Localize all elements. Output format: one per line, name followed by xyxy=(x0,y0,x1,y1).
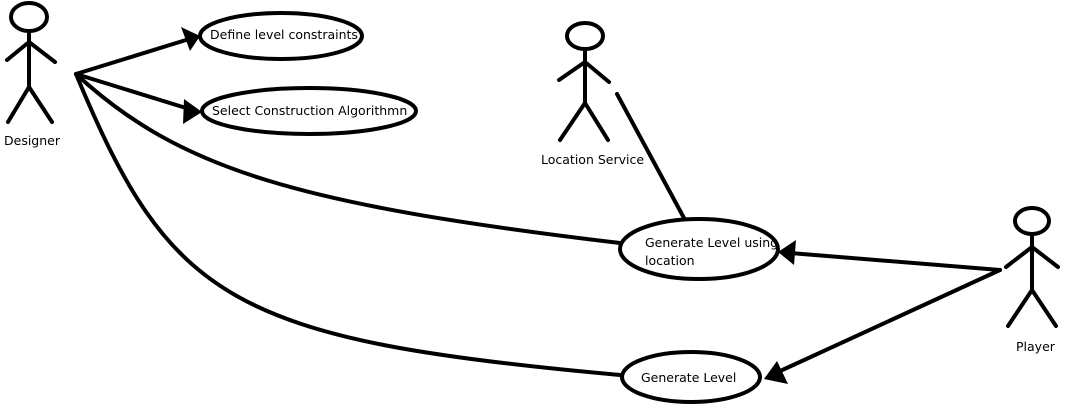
location-service-label: Location Service xyxy=(541,152,645,167)
location-service-right-leg xyxy=(583,101,610,142)
designer-to-select-algorithm-line xyxy=(74,72,188,110)
generate-level-using-location-label-line2: location xyxy=(645,253,695,268)
designer-actor-figure xyxy=(5,1,57,124)
designer-to-generate-location-line xyxy=(74,72,622,245)
select-construction-algorithm-label: Select Construction Algorithmn xyxy=(212,103,408,118)
generate-level-using-location-label-line1: Generate Level using xyxy=(645,235,779,250)
location-service-right-arm xyxy=(583,60,611,84)
designer-right-arm xyxy=(27,40,57,64)
location-service-to-generate-location-line xyxy=(615,92,686,220)
designer-to-generate-level-line xyxy=(74,72,622,377)
player-right-leg xyxy=(1030,288,1058,328)
location-service-actor-figure xyxy=(557,21,611,142)
location-service-left-arm xyxy=(557,60,587,82)
define-level-constraints-label: Define level constraints xyxy=(210,27,358,42)
player-left-arm xyxy=(1004,245,1034,269)
player-actor-figure xyxy=(1004,206,1060,328)
designer-to-define-constraints-line xyxy=(74,38,188,76)
designer-label: Designer xyxy=(4,133,60,148)
player-head xyxy=(1013,206,1051,236)
player-to-generate-level-line xyxy=(776,268,1002,374)
location-service-left-leg xyxy=(558,101,587,142)
player-label: Player xyxy=(1016,339,1055,354)
location-service-head xyxy=(565,21,605,51)
generate-level-using-location-ellipse xyxy=(618,217,780,281)
generate-level-ellipse xyxy=(620,350,762,404)
player-right-arm xyxy=(1030,245,1060,269)
select-algorithm-arrowhead xyxy=(183,99,202,124)
designer-right-leg xyxy=(27,85,54,124)
designer-left-arm xyxy=(5,40,31,62)
select-construction-algorithm-ellipse xyxy=(200,86,418,136)
player-left-leg xyxy=(1006,288,1034,328)
designer-head xyxy=(9,1,49,33)
player-to-generate-location-line xyxy=(788,251,1002,272)
designer-left-leg xyxy=(6,85,31,124)
generate-level-arrowhead xyxy=(764,361,788,384)
generate-level-label: Generate Level xyxy=(641,370,737,385)
define-level-constraints-ellipse xyxy=(198,11,364,61)
generate-location-arrowhead xyxy=(778,240,796,265)
define-constraints-arrowhead xyxy=(181,27,200,51)
